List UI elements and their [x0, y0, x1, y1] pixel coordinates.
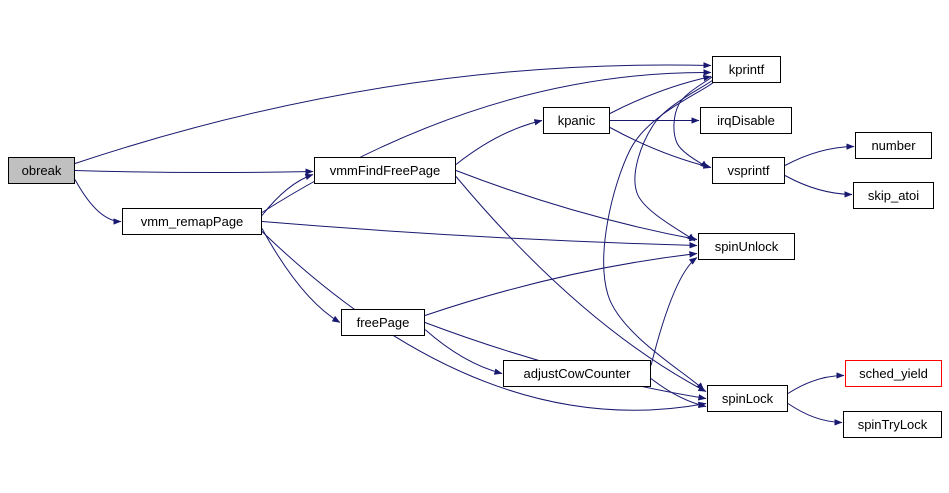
node-irqDisable[interactable]: irqDisable	[700, 107, 792, 134]
node-vmm_remapPage[interactable]: vmm_remapPage	[122, 208, 262, 235]
edge-obreak-to-kprintf	[74, 62, 712, 164]
edge-vsprintf-to-number	[784, 143, 855, 166]
node-spinLock[interactable]: spinLock	[707, 385, 788, 412]
node-vsprintf[interactable]: vsprintf	[712, 157, 785, 184]
edge-vmm_remapPage-to-spinLock	[261, 231, 707, 411]
edge-spinLock-to-sched_yield	[787, 372, 845, 394]
node-skip_atoi[interactable]: skip_atoi	[853, 182, 934, 209]
node-kprintf[interactable]: kprintf	[712, 56, 781, 83]
edge-vmm_remapPage-to-spinUnlock	[261, 221, 698, 249]
edge-obreak-to-vmmFindFreePage	[74, 168, 314, 175]
edge-vmmFindFreePage-to-spinLock	[455, 176, 707, 392]
node-adjustCowCounter[interactable]: adjustCowCounter	[503, 360, 651, 387]
edge-freePage-to-adjustCowCounter	[424, 329, 503, 375]
edge-kprintf-to-spinUnlock	[634, 79, 714, 242]
node-vmmFindFreePage[interactable]: vmmFindFreePage	[314, 157, 456, 184]
edge-vmmFindFreePage-to-spinUnlock	[455, 170, 698, 242]
edge-vmm_remapPage-to-vmmFindFreePage	[261, 173, 314, 216]
node-sched_yield[interactable]: sched_yield	[845, 360, 942, 387]
edge-freePage-to-spinUnlock	[424, 251, 698, 316]
node-spinUnlock[interactable]: spinUnlock	[698, 233, 795, 260]
edge-vmm_remapPage-to-freePage	[261, 228, 341, 323]
edge-kpanic-to-kprintf	[609, 74, 712, 114]
edge-obreak-to-vmm_remapPage	[74, 179, 122, 225]
edge-adjustCowCounter-to-spinUnlock	[650, 257, 698, 366]
edge-kprintf-to-vsprintf	[673, 76, 713, 169]
edge-kprintf-to-spinLock	[603, 81, 715, 391]
edge-adjustCowCounter-to-spinLock	[650, 378, 707, 408]
node-number[interactable]: number	[855, 132, 932, 159]
edge-spinLock-to-spinTryLock	[787, 403, 843, 426]
node-obreak: obreak	[8, 157, 75, 184]
edge-vmmFindFreePage-to-kpanic	[455, 119, 543, 165]
edge-vsprintf-to-skip_atoi	[784, 175, 853, 198]
node-freePage[interactable]: freePage	[341, 309, 425, 336]
node-kpanic[interactable]: kpanic	[543, 107, 610, 134]
node-spinTryLock[interactable]: spinTryLock	[843, 411, 942, 438]
